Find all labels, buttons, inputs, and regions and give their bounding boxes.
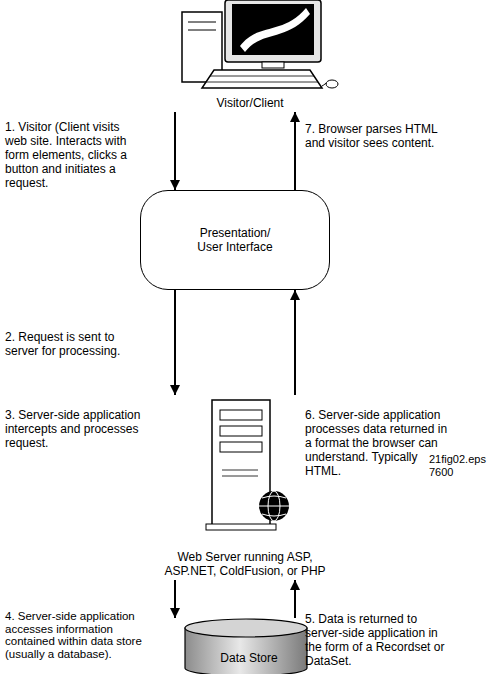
monitor bbox=[225, 0, 321, 62]
node-text: Web Server running ASP, ASP.NET, ColdFus… bbox=[160, 550, 330, 578]
step-note: 1. Visitor (Client visits web site. Inte… bbox=[5, 120, 140, 190]
vent-line bbox=[222, 470, 258, 471]
cylinder-outline bbox=[170, 618, 310, 674]
flow-arrow bbox=[174, 290, 176, 395]
globe-latitude bbox=[262, 496, 286, 516]
globe bbox=[259, 491, 289, 521]
globe-equator bbox=[259, 506, 289, 507]
keyboard bbox=[202, 70, 322, 88]
process-box: Presentation/ User Interface bbox=[140, 190, 330, 290]
step-note: 6. Server-side application processes dat… bbox=[305, 408, 450, 478]
node-text: Data Store bbox=[220, 651, 277, 665]
key-row bbox=[206, 82, 318, 83]
cylinder-top bbox=[185, 619, 307, 637]
flow-arrow bbox=[174, 580, 176, 618]
monitor-screen bbox=[232, 4, 314, 55]
node-text: Presentation/ User Interface bbox=[188, 226, 283, 254]
key-row bbox=[210, 76, 314, 77]
step-note: 2. Request is sent to server for process… bbox=[5, 330, 150, 358]
step-note: 3. Server-side application intercepts an… bbox=[5, 408, 150, 450]
server-illustration bbox=[206, 400, 289, 530]
monitor-stand bbox=[262, 62, 284, 68]
step-note: 7. Browser parses HTML and visitor sees … bbox=[305, 122, 450, 150]
data-store-cylinder: Data Store bbox=[170, 618, 310, 674]
step-note: 4. Server-side application accesses info… bbox=[5, 610, 150, 660]
drive-bay bbox=[220, 442, 262, 452]
flow-arrow bbox=[294, 290, 296, 395]
mouse bbox=[326, 80, 338, 88]
figure-id: 21fig02.eps 7600 bbox=[429, 453, 493, 479]
client-node: Visitor/Client bbox=[165, 0, 335, 112]
drive-bay bbox=[188, 22, 216, 23]
flow-arrow bbox=[294, 112, 296, 190]
step-note: 5. Data is returned to server-side appli… bbox=[305, 612, 450, 668]
server-base bbox=[206, 524, 276, 530]
vent-line bbox=[222, 476, 258, 477]
drive-bay bbox=[220, 426, 262, 436]
drive-bay bbox=[188, 30, 216, 31]
drive-bay bbox=[220, 410, 262, 420]
flow-arrow bbox=[294, 580, 296, 618]
flow-arrow bbox=[174, 112, 176, 190]
node-text: Visitor/Client bbox=[216, 96, 283, 110]
computer-illustration bbox=[182, 0, 338, 88]
mouse-cable bbox=[322, 83, 326, 86]
screen-swoosh bbox=[240, 8, 310, 52]
